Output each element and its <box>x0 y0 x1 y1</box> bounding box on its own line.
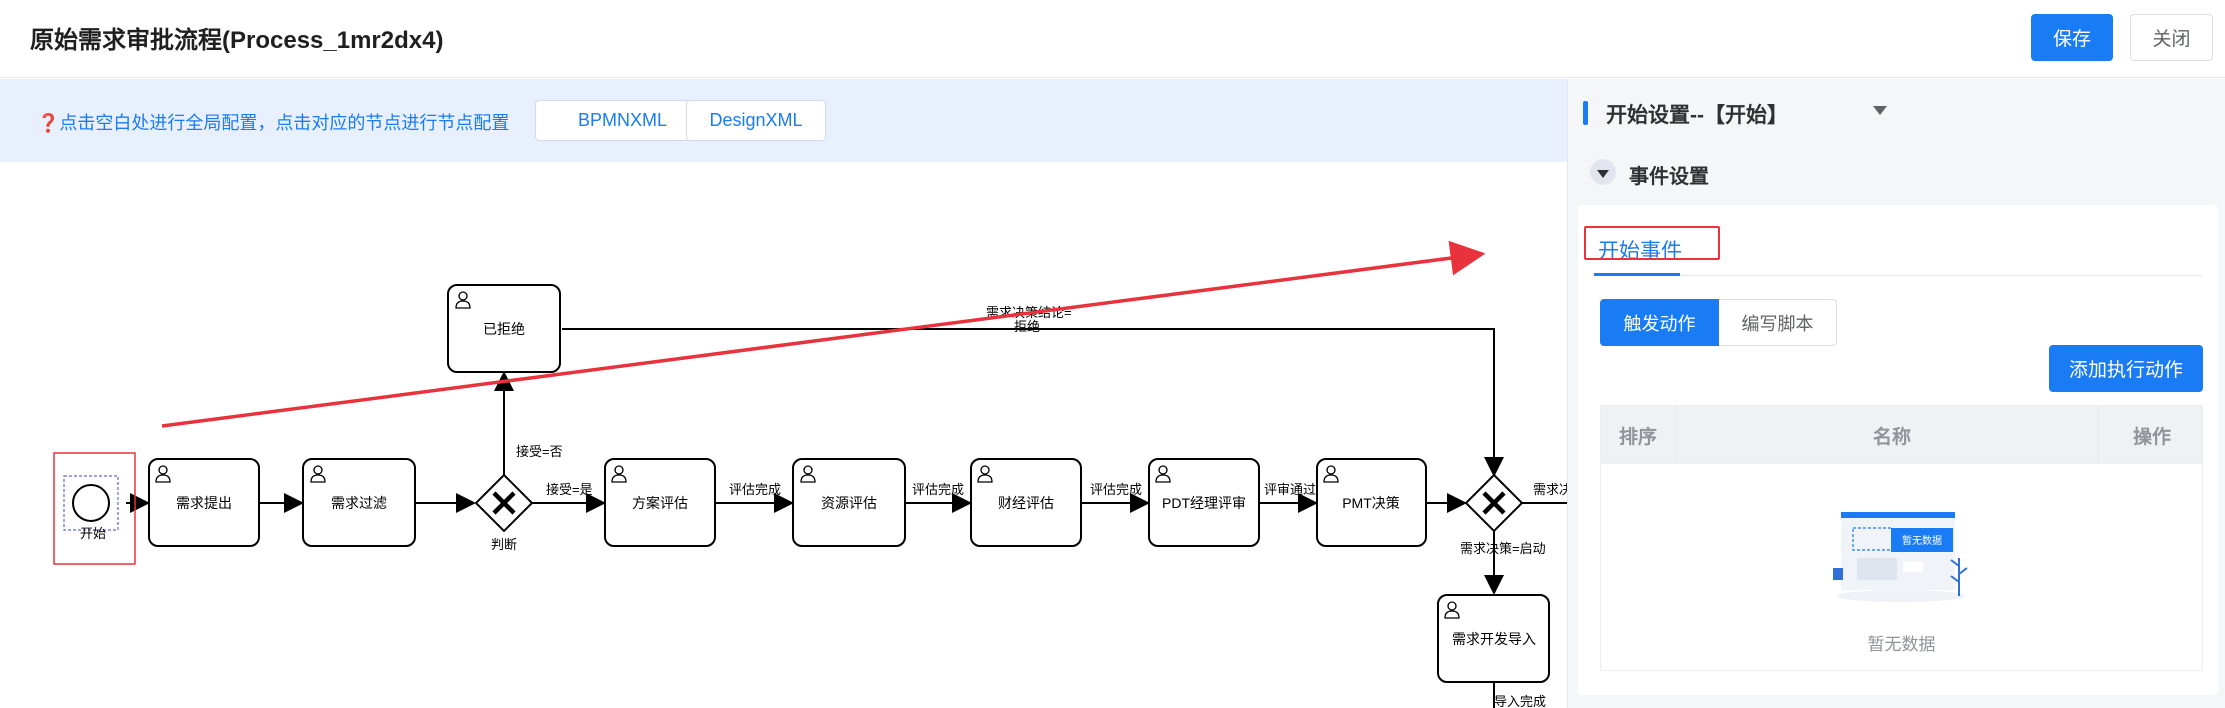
trigger-action-tab[interactable]: 触发动作 <box>1600 299 1719 346</box>
tab-divider <box>1594 275 2202 276</box>
start-label: 开始 <box>80 526 106 541</box>
page-title: 原始需求审批流程(Process_1mr2dx4) <box>30 27 444 54</box>
add-action-button[interactable]: 添加执行动作 <box>2049 345 2203 392</box>
panel-accent-bar <box>1583 101 1588 125</box>
task-pdt-review[interactable]: PDT经理评审 <box>1148 458 1260 547</box>
collapse-toggle-icon[interactable] <box>1590 159 1616 185</box>
empty-badge-text: 暂无数据 <box>1902 534 1942 547</box>
close-button[interactable]: 关闭 <box>2130 14 2213 61</box>
edge-label-accept-yes: 接受=是 <box>546 482 593 497</box>
task-finance-eval[interactable]: 财经评估 <box>970 458 1082 547</box>
svg-text:PMT决策: PMT决策 <box>1342 495 1400 511</box>
tip-text: ❓点击空白处进行全局配置，点击对应的节点进行节点配置 <box>37 113 510 133</box>
svg-text:方案评估: 方案评估 <box>632 495 688 511</box>
svg-text:需求提出: 需求提出 <box>176 495 232 511</box>
bpmn-diagram[interactable]: 接受=否 接受=是 评估完成 评估完成 评估完成 评审通过 需求决策结论= 拒绝… <box>0 79 1567 708</box>
panel-title: 开始设置--【开始】 <box>1606 104 1788 127</box>
table-header: 排序 名称 操作 <box>1601 406 2202 464</box>
task-filter[interactable]: 需求过滤 <box>302 458 416 547</box>
svg-text:已拒绝: 已拒绝 <box>483 321 525 337</box>
event-settings-card: 开始事件 触发动作 编写脚本 添加执行动作 排序 名称 操作 暂无数据 <box>1578 205 2218 695</box>
column-order: 排序 <box>1619 426 1658 448</box>
task-resource-eval[interactable]: 资源评估 <box>792 458 906 547</box>
task-submit[interactable]: 需求提出 <box>148 458 260 547</box>
caret-down-icon[interactable] <box>1873 106 1887 115</box>
empty-data-illustration: 暂无数据 <box>1833 512 1968 602</box>
edge-label-review-pass: 评审通过 <box>1264 482 1316 497</box>
svg-text:财经评估: 财经评估 <box>998 495 1054 511</box>
edge-label-eval-done: 评估完成 <box>912 482 964 497</box>
start-event[interactable]: 开始 <box>53 452 136 565</box>
tip-bar: ❓点击空白处进行全局配置，点击对应的节点进行节点配置 BPMNXML Desig… <box>0 79 1567 162</box>
properties-panel: 开始设置--【开始】 事件设置 开始事件 触发动作 编写脚本 添加执行动作 排序… <box>1567 79 2225 708</box>
tab-start-event[interactable]: 开始事件 <box>1598 240 1682 263</box>
svg-text:PDT经理评审: PDT经理评审 <box>1162 495 1246 511</box>
edge-label-decision-start: 需求决策=启动 <box>1460 541 1546 556</box>
edge-label-decision-reject: 拒绝 <box>1014 319 1040 334</box>
edge-label-decision: 需求决 <box>1533 482 1567 497</box>
write-script-tab[interactable]: 编写脚本 <box>1719 299 1837 346</box>
svg-text:资源评估: 资源评估 <box>821 495 877 511</box>
svg-text:需求过滤: 需求过滤 <box>331 495 387 511</box>
bpmn-canvas[interactable]: ❓点击空白处进行全局配置，点击对应的节点进行节点配置 BPMNXML Desig… <box>0 79 1567 708</box>
header-bar: 原始需求审批流程(Process_1mr2dx4) 保存 关闭 <box>0 0 2225 78</box>
edge-label-accept-no: 接受=否 <box>516 444 563 459</box>
bpmn-xml-button[interactable]: BPMNXML <box>535 100 710 141</box>
edges <box>126 328 1567 708</box>
tab-active-underline <box>1594 273 1680 276</box>
column-name: 名称 <box>1873 426 1912 448</box>
empty-text: 暂无数据 <box>1867 635 1936 654</box>
actions-table: 排序 名称 操作 暂无数据 暂无数据 <box>1600 405 2203 671</box>
section-title: 事件设置 <box>1629 166 1709 188</box>
task-pmt-decision[interactable]: PMT决策 <box>1316 458 1427 547</box>
annotation-arrow <box>161 240 1486 428</box>
column-action: 操作 <box>2133 426 2172 448</box>
edge-label-eval-done: 评估完成 <box>1090 482 1142 497</box>
gateway-decision[interactable] <box>1464 473 1524 533</box>
gateway-judge[interactable]: 判断 <box>474 473 534 552</box>
judge-label: 判断 <box>491 537 517 552</box>
save-button[interactable]: 保存 <box>2031 14 2113 61</box>
task-plan-eval[interactable]: 方案评估 <box>604 458 716 547</box>
design-xml-button[interactable]: DesignXML <box>686 100 826 141</box>
svg-text:需求开发导入: 需求开发导入 <box>1452 631 1536 647</box>
edge-label-eval-done: 评估完成 <box>729 482 781 497</box>
annotation-highlight-box <box>1584 226 1720 260</box>
task-dev-import[interactable]: 需求开发导入 <box>1437 594 1550 683</box>
task-rejected[interactable]: 已拒绝 <box>447 284 561 373</box>
edge-label-import-done: 导入完成 <box>1494 694 1546 708</box>
